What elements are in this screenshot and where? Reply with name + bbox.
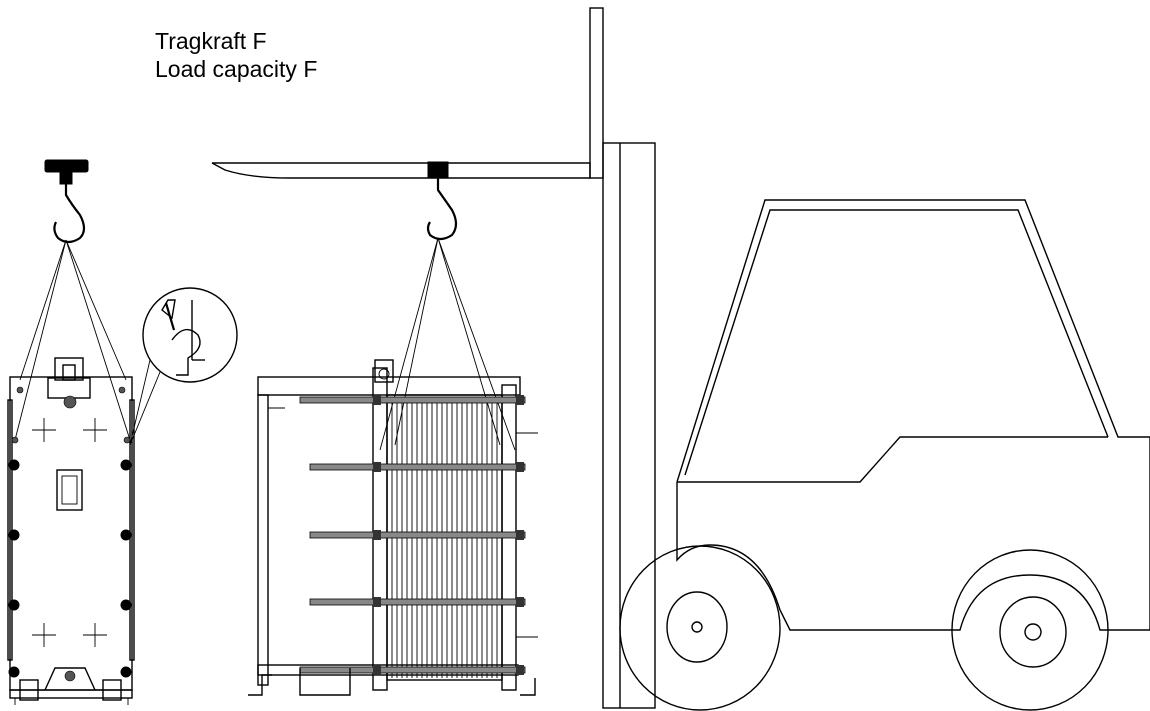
tie-rod-nut (373, 530, 381, 540)
tie-rod-nut (516, 597, 524, 607)
left-exchanger-front-view (7, 357, 135, 705)
tie-rod-nut (373, 665, 381, 675)
center-exchanger-side-view (248, 359, 538, 696)
detail-callout (129, 287, 238, 446)
tie-rod (309, 598, 526, 606)
tie-rod-nut (516, 395, 524, 405)
tie-rod-nut (516, 462, 524, 472)
tie-rod (299, 666, 526, 674)
forklift-fork (211, 7, 604, 179)
crane-hook-icon (44, 159, 89, 244)
center-slings (379, 237, 516, 451)
label-load-capacity: Load capacity F (155, 56, 318, 82)
forklift-icon (602, 142, 1150, 711)
tie-rod-nut (516, 530, 524, 540)
tie-rod-nut (373, 597, 381, 607)
tie-rod-nut (373, 462, 381, 472)
tie-rod-nut (373, 395, 381, 405)
tie-rod (299, 396, 526, 404)
left-hook-assembly (14, 159, 131, 441)
crane-hook-icon (426, 161, 458, 241)
tie-rod (309, 463, 526, 471)
label-tragkraft: Tragkraft F (155, 28, 267, 54)
tie-rod-nut (516, 665, 524, 675)
tie-rod (309, 531, 526, 539)
